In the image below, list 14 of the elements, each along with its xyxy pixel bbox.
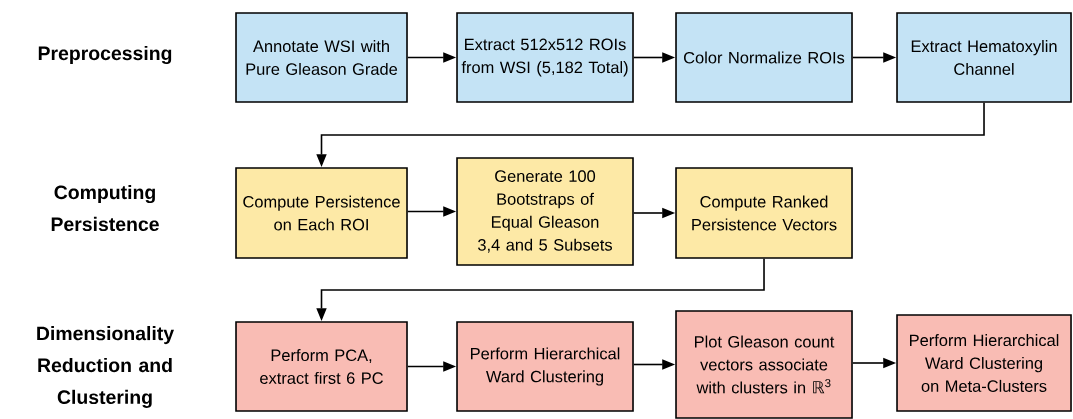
- row-heading: Dimensionality Reduction and Clustering: [37, 326, 174, 408]
- process-box: Extract Hematoxylin Channel: [896, 12, 1072, 103]
- row-heading: Preprocessing: [38, 45, 172, 65]
- process-box: Color Normalize ROIs: [675, 12, 853, 103]
- process-box: Compute Ranked Persistence Vectors: [675, 167, 853, 259]
- process-box: Perform Hierarchical Ward Clustering on Meta-Clusters: [896, 314, 1072, 412]
- process-box: Annotate WSI with Pure Gleason Grade: [235, 12, 408, 103]
- row-heading: Computing Persistence: [51, 184, 159, 232]
- process-box: Extract 512x512 ROIs from WSI (5,182 Total): [456, 12, 634, 103]
- process-box: Plot Gleason count vectors associate with clusters in ℝ$^{3}$: [675, 310, 853, 419]
- process-box: Generate 100 Bootstraps of Equal Gleason 3,4 and 5 Subsets: [456, 157, 634, 266]
- process-box: Perform PCA, extract first 6 PC: [235, 321, 408, 412]
- process-box: Perform Hierarchical Ward Clustering: [456, 321, 634, 412]
- process-box: Compute Persistence on Each ROI: [235, 167, 408, 259]
